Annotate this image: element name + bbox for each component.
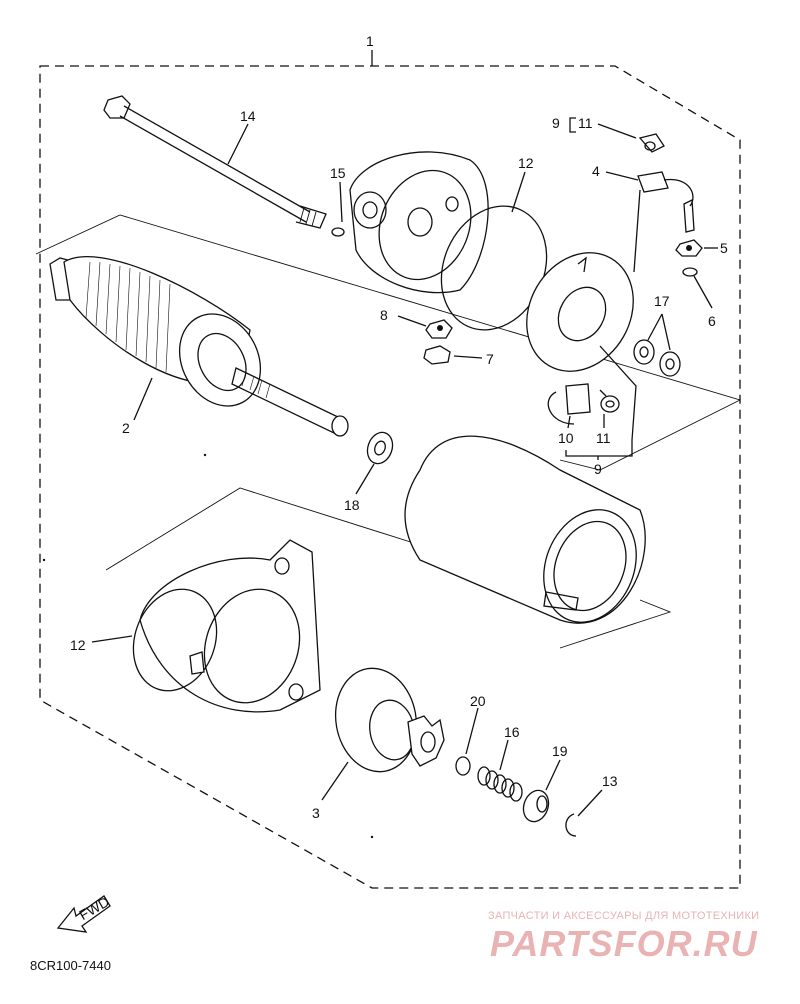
fwd-label: FWD xyxy=(76,893,112,923)
callout-3: 3 xyxy=(312,805,320,821)
leader-7 xyxy=(453,355,483,359)
callout-16: 16 xyxy=(504,724,520,740)
fwd-arrow-icon: FWD xyxy=(56,893,112,933)
nut-7 xyxy=(423,345,451,365)
leader-8 xyxy=(397,315,427,327)
pinion-spring xyxy=(477,766,523,802)
leader-11-top xyxy=(597,123,637,139)
lead-wire xyxy=(633,171,695,273)
callout-2: 2 xyxy=(122,420,130,436)
callout-12-lower: 12 xyxy=(70,637,86,653)
assembly-plane-lower xyxy=(105,487,672,649)
callout-15: 15 xyxy=(330,165,346,181)
terminal-clip-top xyxy=(638,133,665,153)
callout-8: 8 xyxy=(380,307,388,323)
armature xyxy=(49,256,349,437)
brush-spring xyxy=(599,389,620,413)
nut-8 xyxy=(425,319,453,339)
callout-1: 1 xyxy=(366,33,374,49)
leader-2 xyxy=(133,377,153,421)
rear-cover xyxy=(349,151,489,294)
part-code: 8CR100-7440 xyxy=(30,958,111,973)
washer-17b xyxy=(659,351,681,377)
starter-clutch xyxy=(334,667,445,773)
o-ring-6 xyxy=(682,267,698,277)
bracket-9-top xyxy=(569,117,576,133)
yoke-housing xyxy=(404,435,646,624)
washer-18 xyxy=(366,431,394,465)
leader-6 xyxy=(693,275,713,309)
callout-13: 13 xyxy=(602,773,618,789)
callout-11-bottom: 11 xyxy=(596,430,611,446)
brush-plate xyxy=(526,252,634,372)
leader-12-lower xyxy=(91,635,133,643)
leader-17a xyxy=(647,313,663,341)
callout-12-upper: 12 xyxy=(518,155,534,171)
leader-19 xyxy=(545,759,561,791)
callout-14: 14 xyxy=(240,108,256,124)
callout-9-top: 9 xyxy=(552,115,560,131)
callout-10: 10 xyxy=(558,430,574,446)
leader-13 xyxy=(577,789,603,817)
callout-7: 7 xyxy=(486,351,494,367)
callout-17: 17 xyxy=(654,293,670,309)
leader-18 xyxy=(355,463,375,495)
callout-6: 6 xyxy=(708,313,716,329)
leader-14 xyxy=(227,123,249,165)
washer-5 xyxy=(675,239,703,257)
leader-12-upper xyxy=(511,171,526,213)
leader-3 xyxy=(321,761,349,801)
washer-17a xyxy=(633,339,655,365)
bracket-9-bottom xyxy=(565,440,633,460)
pinion-stopper xyxy=(522,789,550,823)
leader-20 xyxy=(465,707,479,755)
leader-17b xyxy=(661,313,671,351)
snap-ring xyxy=(565,813,577,837)
callout-20: 20 xyxy=(470,693,486,709)
callout-18: 18 xyxy=(344,497,360,513)
through-bolt xyxy=(103,95,327,229)
leader-4 xyxy=(605,171,639,181)
callout-19: 19 xyxy=(552,743,568,759)
callout-11-top: 11 xyxy=(578,115,593,131)
watermark-logo: PARTSFOR.RU xyxy=(490,923,758,964)
o-ring-small xyxy=(331,227,345,237)
leader-15 xyxy=(339,181,343,223)
watermark-logo-text: PARTSFOR.RU xyxy=(490,923,758,964)
assembly-plane-upper xyxy=(35,214,742,471)
leader-10 xyxy=(567,415,571,429)
watermark-tagline: ЗАПЧАСТИ И АКСЕССУАРЫ ДЛЯ МОТОТЕХНИКИ xyxy=(488,910,760,922)
leader-16 xyxy=(499,739,509,771)
front-cover xyxy=(132,539,321,713)
callout-4: 4 xyxy=(592,163,600,179)
callout-9-bottom: 9 xyxy=(594,461,602,477)
assembly-boundary xyxy=(39,65,741,889)
callout-5: 5 xyxy=(720,240,728,256)
brush-holder xyxy=(547,383,591,425)
circlip-20 xyxy=(455,756,471,776)
